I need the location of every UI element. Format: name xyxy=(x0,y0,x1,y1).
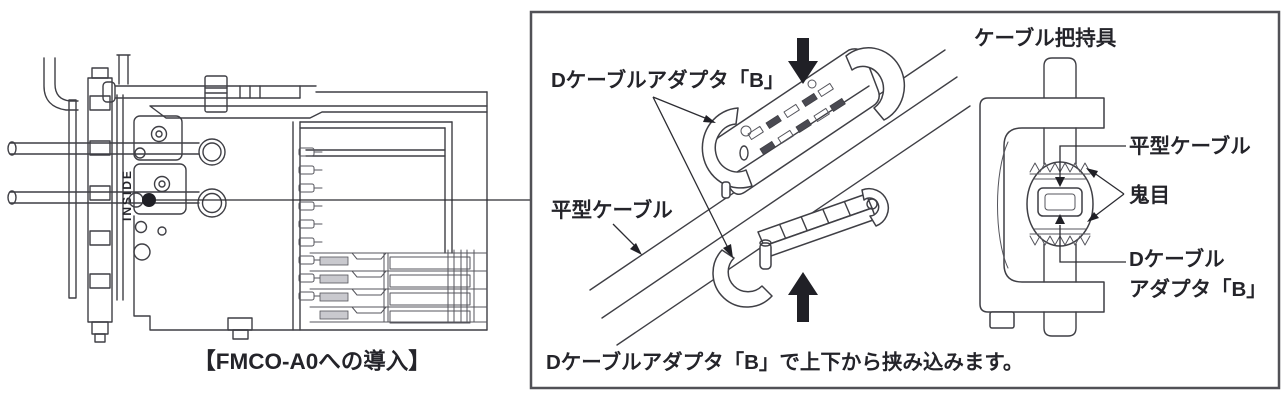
gripper-labels: ケーブル把持具 平型ケーブル 鬼目 Dケーブル アダプタ「B」 xyxy=(974,26,1267,301)
lower-adapter-drawing xyxy=(712,187,889,308)
connector-tab-column xyxy=(298,147,323,301)
detail-box-caption: Dケーブルアダプタ「B」で上下から挟み込みます。 xyxy=(546,350,1023,374)
label-d-cable-adapter-b-right-line2: アダプタ「B」 xyxy=(1129,277,1267,301)
label-flat-cable-left: 平型ケーブル xyxy=(551,198,673,222)
press-up-arrow-icon xyxy=(788,272,818,322)
fmco-device-drawing: INSIDE xyxy=(7,54,488,343)
upper-adapter-drawing xyxy=(701,47,906,199)
label-cable-gripper-title: ケーブル把持具 xyxy=(974,26,1117,50)
press-down-arrow-icon xyxy=(788,38,818,84)
location-dot xyxy=(142,193,156,207)
adapter-slot-pattern xyxy=(740,79,846,156)
splice-trays xyxy=(309,249,488,324)
cable-gripper-drawing xyxy=(979,57,1105,337)
detail-box xyxy=(529,10,1281,390)
label-onime: 鬼目 xyxy=(1129,183,1170,207)
label-flat-cable-right: 平型ケーブル xyxy=(1129,134,1251,158)
label-d-cable-adapter-b-right-line1: Dケーブル xyxy=(1129,247,1225,271)
detail-leader xyxy=(142,193,530,207)
inside-text: INSIDE xyxy=(120,169,134,221)
middle-labels: Dケーブルアダプタ「B」 平型ケーブル xyxy=(551,68,784,258)
left-figure-caption: 【FMCO-A0への導入】 xyxy=(193,348,431,374)
label-d-cable-adapter-b: Dケーブルアダプタ「B」 xyxy=(551,68,784,92)
